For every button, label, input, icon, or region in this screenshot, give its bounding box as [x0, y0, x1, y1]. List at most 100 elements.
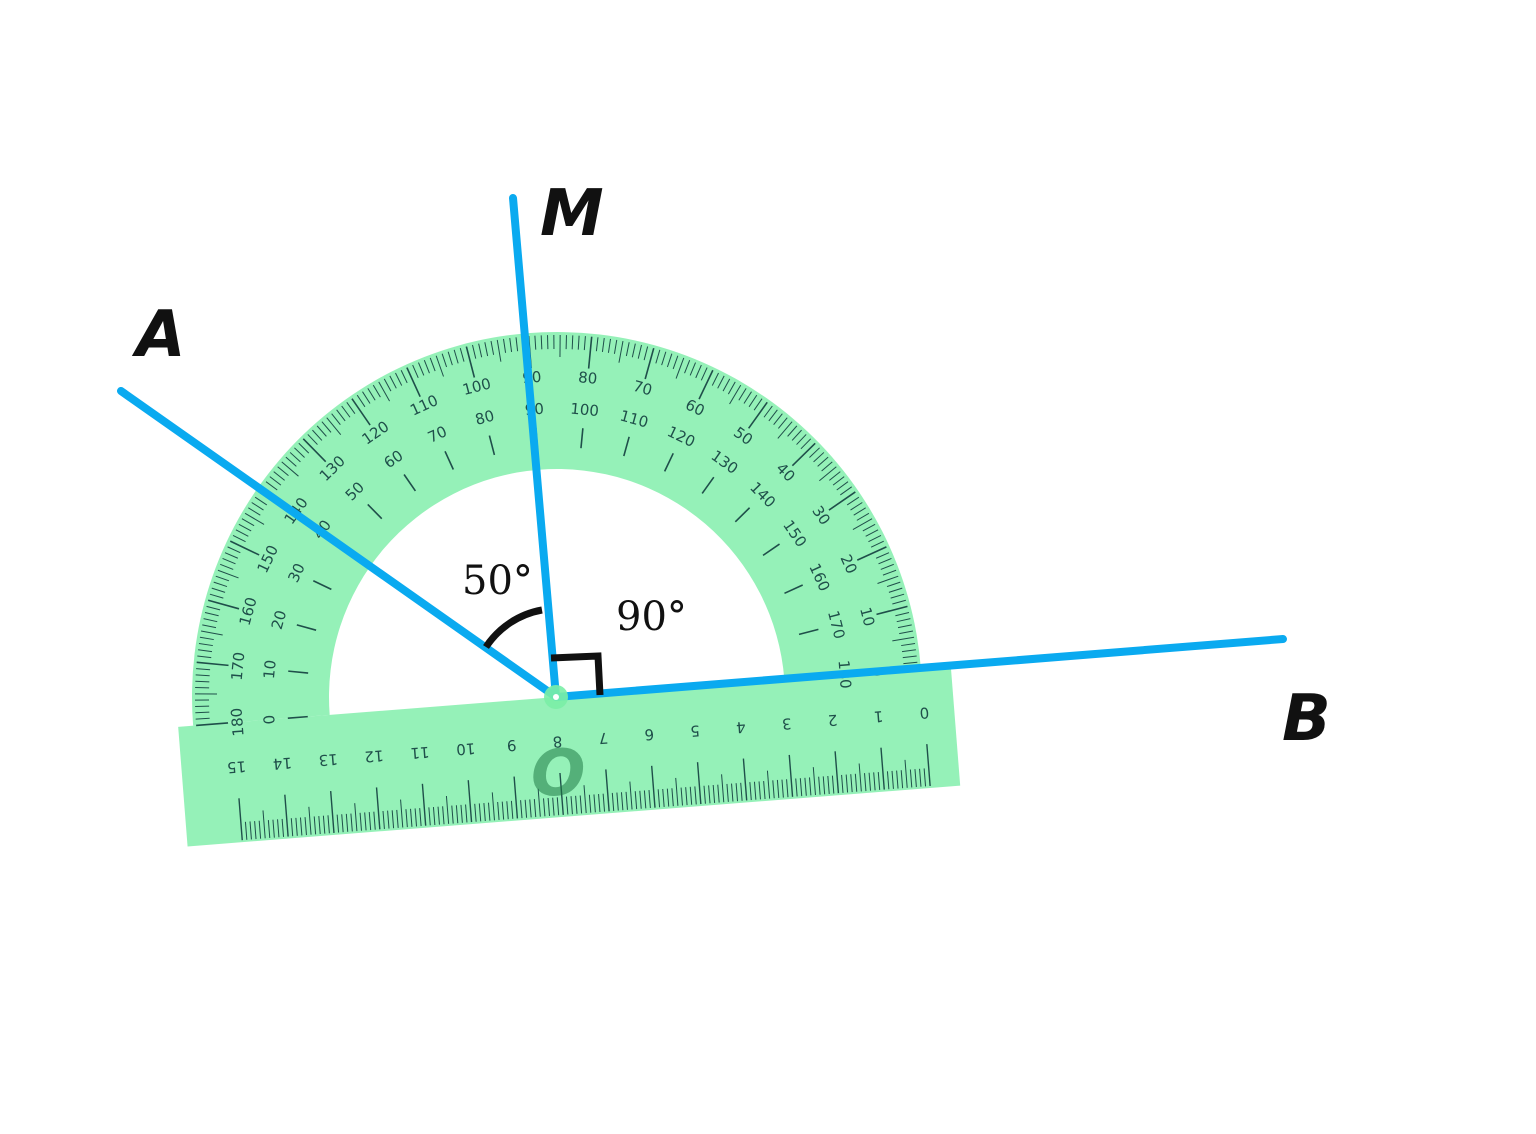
protractor-inner-tick	[701, 476, 715, 494]
protractor-tick	[768, 409, 778, 422]
protractor-tick	[341, 405, 351, 418]
protractor-tick	[856, 546, 887, 561]
protractor-tick	[850, 502, 863, 511]
ruler-tick	[772, 780, 775, 799]
point-label-b: B	[1282, 682, 1331, 756]
protractor-inner-tick	[444, 450, 455, 470]
protractor-tick	[601, 338, 605, 353]
ruler-tick	[565, 796, 569, 815]
protractor-tick	[836, 481, 849, 491]
protractor-tick	[876, 605, 908, 616]
ruler-tick	[543, 798, 546, 817]
protractor-outer-number: 70	[631, 377, 654, 399]
ruler-number: 7	[598, 729, 609, 748]
vertex-o-dot	[553, 694, 559, 700]
protractor-tick	[856, 512, 870, 521]
protractor-tick	[196, 661, 229, 667]
ruler-tick	[336, 814, 340, 833]
protractor-tick	[235, 529, 249, 537]
protractor-tick	[302, 438, 327, 463]
protractor-tick	[565, 335, 567, 350]
protractor-outer-number: 10	[856, 605, 878, 628]
ruler-number: 14	[272, 754, 292, 773]
protractor-inner-tick	[663, 452, 674, 472]
ruler-tick	[375, 787, 381, 830]
ruler-tick	[533, 799, 537, 818]
protractor-tick	[901, 649, 916, 653]
protractor-tick	[200, 630, 223, 636]
protractor[interactable]: 0102030405060708090100110120130140150160…	[150, 302, 961, 847]
protractor-inner-number: 10	[260, 659, 280, 680]
ruler-number: 8	[552, 732, 563, 751]
point-label-o: O	[531, 737, 585, 811]
ruler-tick	[909, 769, 913, 788]
protractor-tick	[631, 343, 636, 358]
protractor-tick	[195, 680, 210, 683]
protractor-tick	[195, 705, 210, 707]
ruler-tick	[742, 758, 748, 801]
angle-label-aom: 50°	[462, 558, 533, 604]
ruler-tick	[559, 772, 564, 815]
protractor-tick	[644, 347, 655, 380]
ruler-tick	[731, 783, 734, 802]
protractor-tick	[362, 391, 371, 404]
ruler-tick	[258, 820, 262, 839]
ruler-tick	[877, 771, 881, 791]
ruler-tick	[579, 795, 583, 814]
ruler-tick	[799, 778, 803, 797]
protractor-tick	[587, 336, 593, 369]
protractor-tick	[418, 362, 425, 376]
protractor-tick	[248, 507, 261, 516]
protractor-tick	[367, 388, 376, 401]
protractor-tick	[773, 413, 783, 425]
protractor-tick	[331, 413, 341, 425]
protractor-tick	[813, 452, 825, 463]
protractor-tick	[880, 563, 894, 570]
point-label-a: A	[131, 298, 186, 372]
protractor-tick	[747, 401, 768, 429]
ruler-tick	[575, 795, 578, 814]
protractor-inner-number: 80	[473, 407, 496, 429]
ruler-tick	[460, 804, 463, 823]
protractor-tick	[195, 711, 210, 714]
ruler-number: 0	[919, 703, 930, 722]
protractor-tick	[277, 466, 289, 477]
protractor-tick	[356, 394, 366, 408]
ruler-tick	[290, 818, 294, 837]
ruler-tick	[345, 813, 349, 832]
protractor-tick	[204, 612, 219, 617]
ruler-tick	[812, 767, 816, 796]
ruler-tick	[437, 806, 440, 825]
protractor-tick	[224, 552, 239, 559]
ruler-tick	[583, 785, 587, 814]
ruler-number: 1	[873, 707, 884, 726]
protractor-tick	[478, 343, 483, 358]
ruler-tick	[382, 810, 385, 829]
protractor-tick	[689, 362, 696, 376]
protractor-tick	[395, 372, 403, 386]
ruler-tick	[510, 800, 514, 819]
ruler-tick	[680, 787, 683, 806]
ruler-tick	[886, 771, 890, 790]
ruler-tick	[625, 791, 628, 810]
ruler-tick	[896, 770, 899, 789]
protractor-tick	[846, 496, 860, 506]
ruler-tick	[520, 800, 523, 819]
ruler-tick	[904, 759, 908, 788]
protractor-tick	[763, 405, 773, 418]
protractor-tick	[273, 471, 285, 481]
protractor-tick	[800, 438, 812, 450]
protractor-tick	[465, 346, 476, 378]
ruler-tick	[432, 806, 436, 826]
protractor-inner-number: 20	[268, 608, 290, 631]
ruler-number: 12	[364, 746, 384, 765]
protractor-tick	[853, 507, 866, 516]
ruler-tick	[868, 772, 872, 791]
protractor-tick	[232, 535, 246, 543]
ruler-tick	[822, 776, 826, 795]
protractor-tick	[484, 342, 489, 357]
protractor-tick	[711, 372, 719, 386]
protractor-tick	[684, 360, 691, 374]
protractor-tick	[198, 649, 213, 653]
protractor-tick	[643, 346, 649, 361]
